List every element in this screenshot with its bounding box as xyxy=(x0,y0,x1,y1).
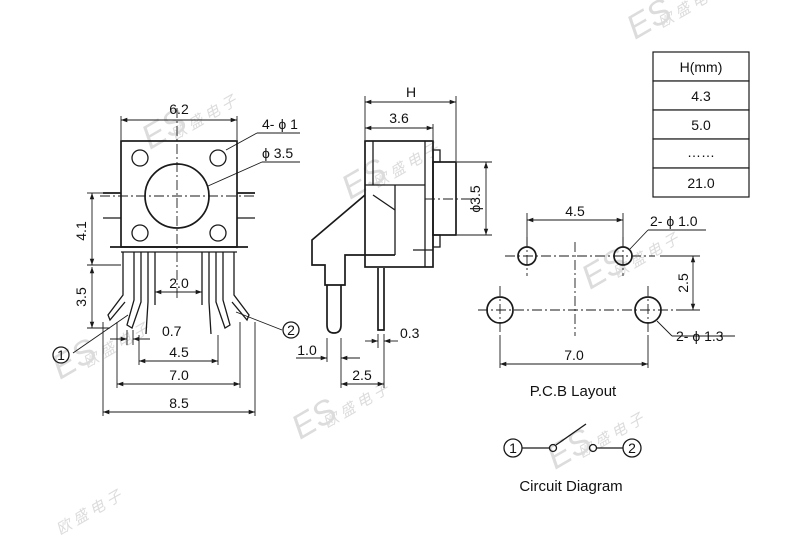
pcb-small-hole xyxy=(613,246,633,266)
dim-body-depth: 3.6 xyxy=(389,110,409,126)
pcb-large-hole xyxy=(486,296,514,324)
corner-hole xyxy=(131,224,149,242)
table-row xyxy=(652,167,750,198)
circuit-pin2-label: 2 xyxy=(628,440,636,456)
side-leg-rear xyxy=(377,268,385,331)
pcb-small-hole xyxy=(517,246,537,266)
front-view: 6.2 4- ϕ 1 ϕ 3.5 4.1 3.5 2.0 0.7 4.5 xyxy=(52,101,300,416)
pin1-label: 1 xyxy=(57,347,65,363)
table-cell: 4.3 xyxy=(691,88,711,104)
watermark-chinese: 欧 盛 电 子 xyxy=(54,487,126,538)
dim-offset: 1.0 xyxy=(297,342,317,358)
pcb-dim-pitch-bottom: 7.0 xyxy=(564,347,584,363)
table-cell: 21.0 xyxy=(687,175,714,191)
table-header: H(mm) xyxy=(680,59,723,75)
table-row xyxy=(652,109,750,140)
dim-pitch-inner: 4.5 xyxy=(169,344,189,360)
pcb-large-hole-callout: 2- ϕ 1.3 xyxy=(676,328,724,344)
pin2-label: 2 xyxy=(287,322,295,338)
table-row xyxy=(652,138,750,169)
pcb-small-hole-callout: 2- ϕ 1.0 xyxy=(650,213,698,229)
dim-leg-spacing: 2.5 xyxy=(352,367,372,383)
right-leg xyxy=(215,252,231,329)
corner-hole xyxy=(209,224,227,242)
pcb-layout: 4.5 2- ϕ 1.0 2.5 2- ϕ 1.3 7.0 P.C.B Layo… xyxy=(478,203,735,400)
corner-hole xyxy=(131,149,149,167)
table-cell: 5.0 xyxy=(691,117,711,133)
height-table: H(mm) 4.3 5.0 …… 21.0 xyxy=(652,51,750,198)
dim-leg-width: 0.7 xyxy=(162,323,182,339)
pcb-caption: P.C.B Layout xyxy=(530,383,617,400)
table-cell: …… xyxy=(687,144,715,160)
left-leg xyxy=(107,252,126,322)
circuit-caption: Circuit Diagram xyxy=(519,478,622,495)
switch-lever xyxy=(555,423,587,446)
switch-contact xyxy=(548,443,558,453)
left-leg xyxy=(126,252,142,329)
pin2-marker xyxy=(282,321,300,339)
pin1-marker xyxy=(52,346,70,364)
side-view: H 3.6 ϕ3.5 1.0 0.3 2.5 xyxy=(296,84,492,388)
right-leg xyxy=(231,252,250,322)
side-button xyxy=(432,161,457,236)
side-leg-front xyxy=(326,285,342,334)
table-header-cell xyxy=(652,51,750,82)
circuit-diagram: 1 2 Circuit Diagram xyxy=(503,423,642,495)
side-bracket xyxy=(311,194,395,286)
dim-button-dia: ϕ3.5 xyxy=(467,185,483,213)
dim-leg-thickness: 0.3 xyxy=(400,325,420,341)
pcb-large-hole xyxy=(634,296,662,324)
dim-body-height: 4.1 xyxy=(73,221,89,241)
pcb-dim-row-spacing: 2.5 xyxy=(675,273,691,293)
circuit-pin2 xyxy=(622,438,642,458)
circuit-pin1-label: 1 xyxy=(509,440,517,456)
hole-callout: 4- ϕ 1 xyxy=(262,116,298,132)
corner-hole xyxy=(209,149,227,167)
dim-leg-height: 3.5 xyxy=(73,287,89,307)
button-callout: ϕ 3.5 xyxy=(262,145,293,161)
dim-pitch-outer: 7.0 xyxy=(169,367,189,383)
dim-leg-gap: 2.0 xyxy=(169,275,189,291)
dim-width-top: 6.2 xyxy=(169,101,189,117)
table-row xyxy=(652,80,750,111)
switch-body xyxy=(120,140,238,248)
dim-overall-width: 8.5 xyxy=(169,395,189,411)
pcb-dim-pitch-top: 4.5 xyxy=(565,203,585,219)
dim-h: H xyxy=(406,84,416,100)
switch-contact xyxy=(588,443,598,453)
